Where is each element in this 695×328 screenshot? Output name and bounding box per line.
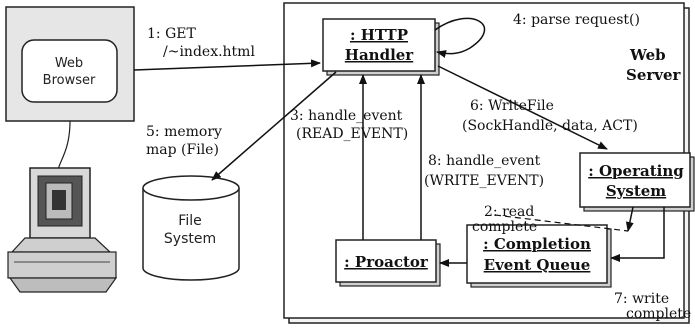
- step-1-line1: 1: GET: [147, 26, 196, 42]
- arrow-step-2-dashed: [494, 214, 629, 232]
- step-1-line2: /~index.html: [163, 44, 255, 60]
- step-6-line2: (SockHandle, data, ACT): [462, 118, 638, 134]
- http-handler-box: [322, 18, 440, 76]
- step-8-line2: (WRITE_EVENT): [424, 173, 544, 189]
- web-browser-label-line1: Web: [55, 56, 83, 71]
- operating-system-box: [579, 152, 695, 212]
- arrow-step-6: [437, 65, 608, 150]
- step-8-line1: 8: handle_event: [428, 153, 541, 169]
- step-4-label: 4: parse request(): [513, 12, 640, 28]
- arrow-step-1: [133, 59, 321, 71]
- completion-event-queue-box: [466, 224, 612, 288]
- file-system-cylinder: [142, 175, 240, 281]
- web-server-label-line2: Server: [626, 66, 682, 84]
- file-system-label-line2: System: [164, 231, 216, 247]
- step-6-line1: 6: WriteFile: [470, 98, 554, 114]
- http-handler-label-line1: : HTTP: [350, 26, 408, 44]
- arrow-step-2: [625, 206, 634, 232]
- completion-event-queue-label-line1: : Completion: [483, 235, 591, 253]
- step-2-line1: 2: read: [484, 204, 534, 220]
- step-2-line2: complete: [472, 219, 537, 235]
- web-browser-client: [5, 6, 135, 293]
- operating-system-label-line2: System: [606, 182, 666, 200]
- proactor-box: [335, 239, 441, 287]
- proactor-label: : Proactor: [344, 253, 429, 271]
- completion-event-queue-label-line2: Event Queue: [484, 256, 591, 274]
- step-3-line1: 3: handle_event: [290, 108, 403, 124]
- step-7-line2: complete: [626, 306, 691, 322]
- step-3-line2: (READ_EVENT): [296, 126, 408, 142]
- arrow-step-5: [211, 71, 337, 181]
- step-7-line1: 7: write: [614, 291, 669, 307]
- file-system-label-line1: File: [178, 213, 201, 229]
- operating-system-label-line1: : Operating: [588, 162, 684, 180]
- step-5-line1: 5: memory: [146, 124, 222, 140]
- arrow-step-7: [610, 207, 665, 262]
- web-server-label-line1: Web: [629, 46, 666, 64]
- http-handler-label-line2: Handler: [345, 46, 415, 64]
- arrow-step-4: [434, 17, 486, 58]
- web-browser-label-line2: Browser: [43, 73, 96, 88]
- step-5-line2: map (File): [146, 142, 219, 158]
